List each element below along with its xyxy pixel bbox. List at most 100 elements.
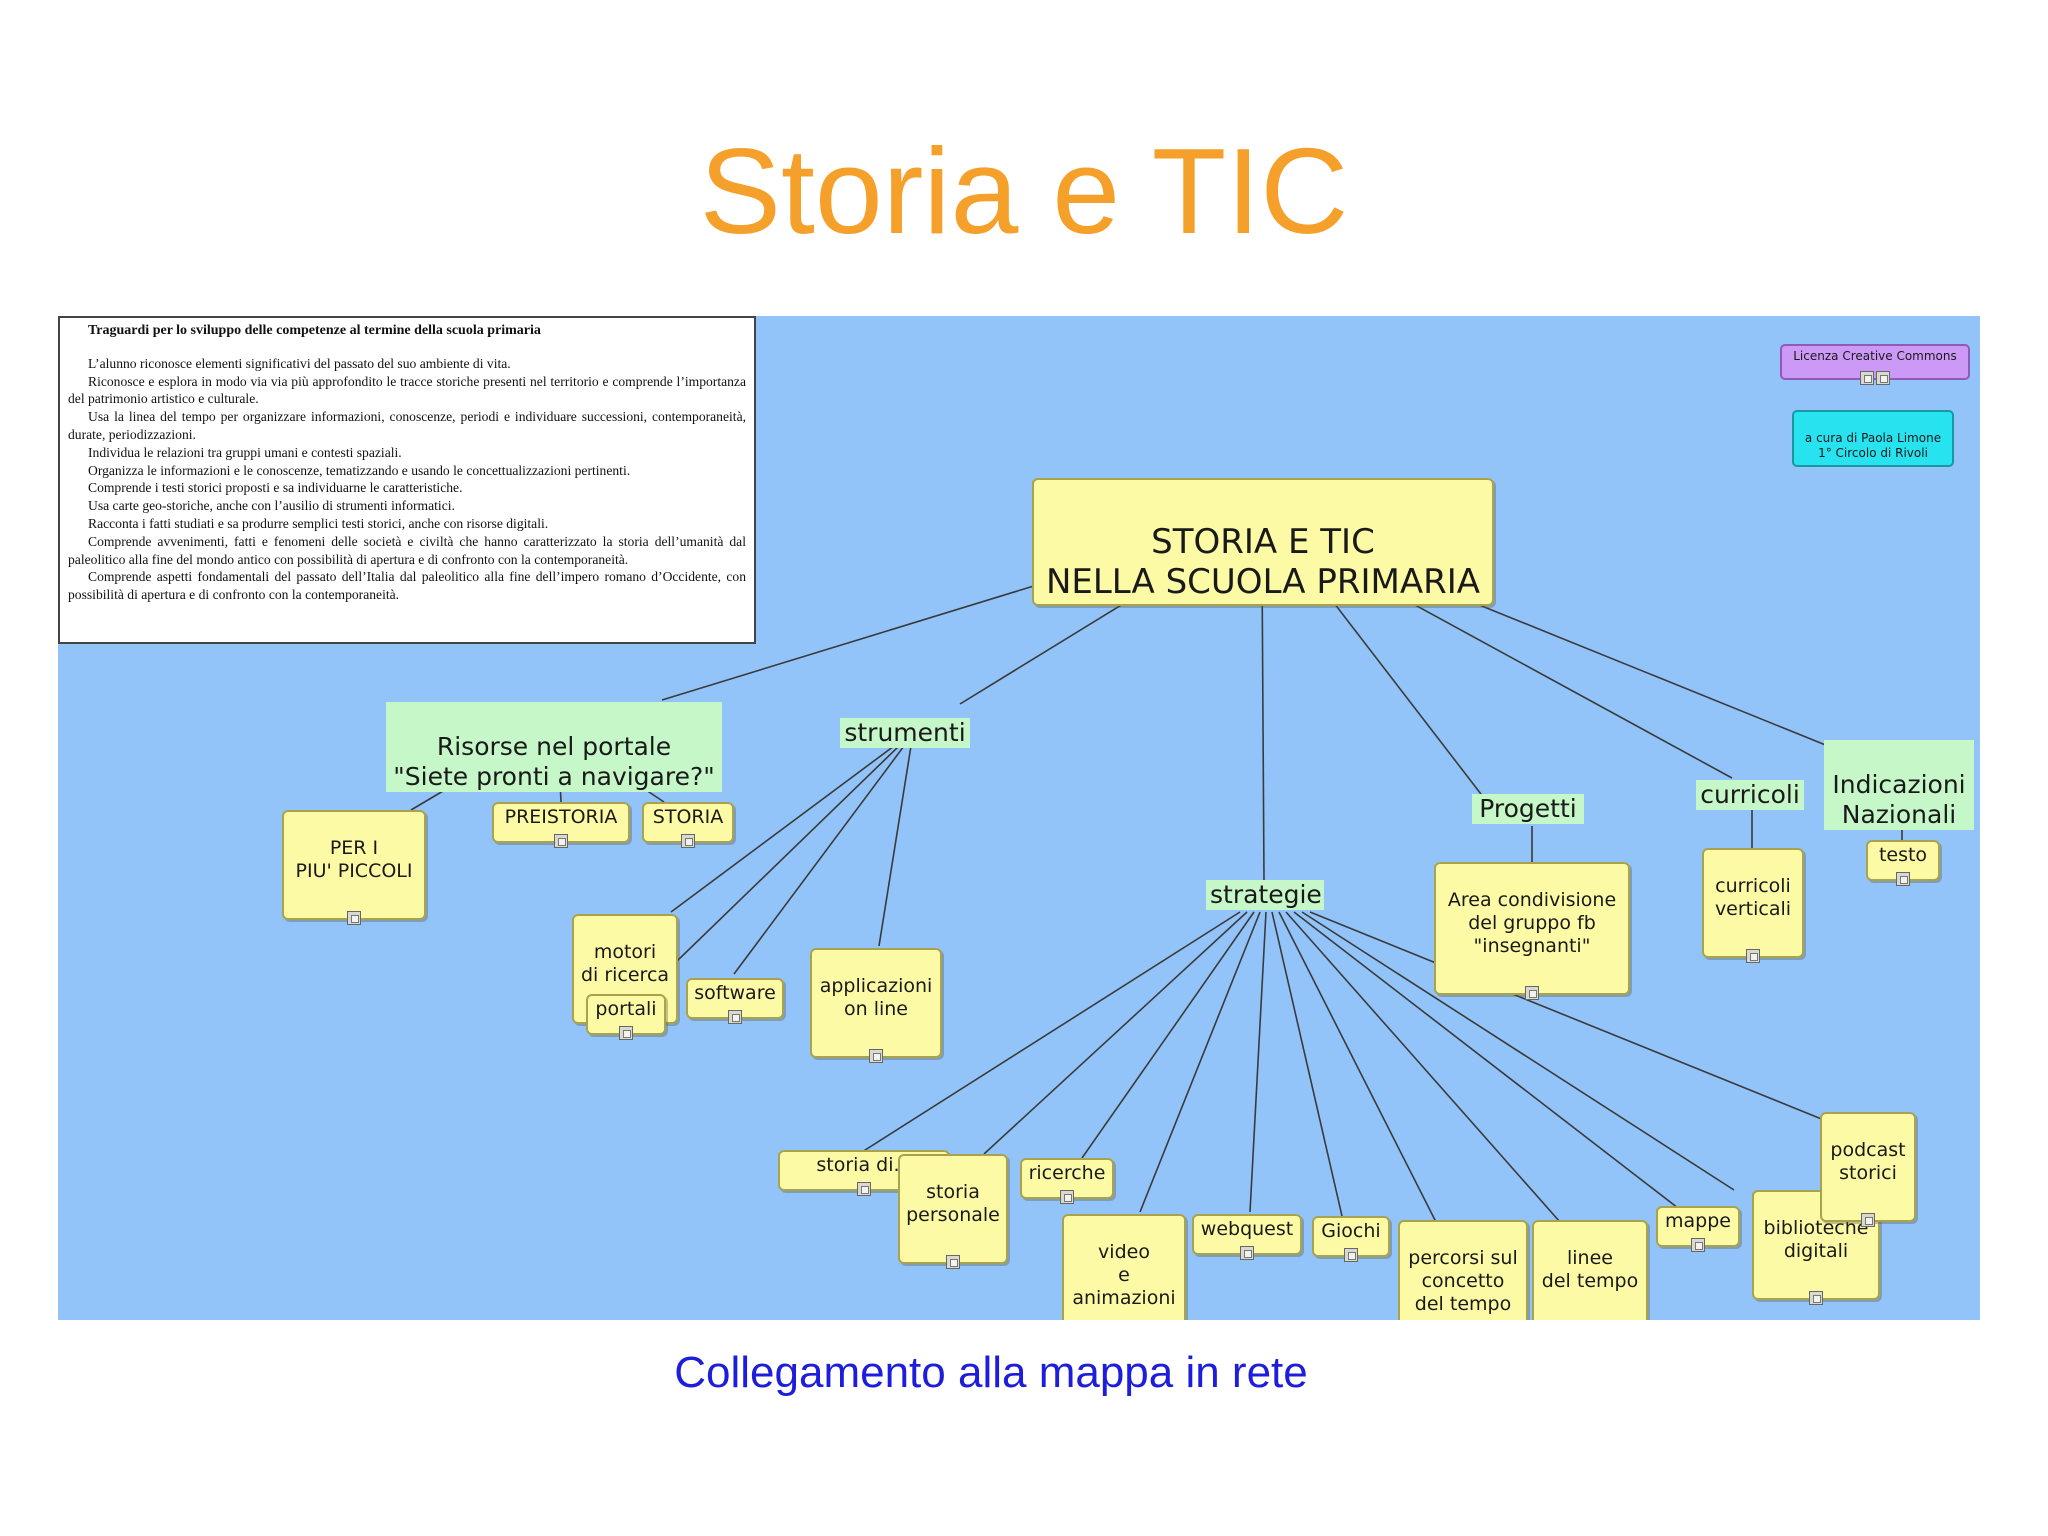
document-paragraph: Individua le relazioni tra gruppi umani … [88, 444, 402, 460]
edge-strategie-video [1139, 911, 1261, 1213]
node-podcast[interactable]: podcast storici [1820, 1112, 1916, 1227]
edge-strategie-storiadi [861, 911, 1241, 1153]
node-label: podcast storici [1830, 1139, 1906, 1184]
node-label: Indicazioni Nazionali [1832, 770, 1966, 829]
node-testo[interactable]: testo [1866, 840, 1940, 886]
node-label: storia di... [816, 1154, 912, 1176]
node-label: curricoli verticali [1714, 875, 1792, 920]
document-paragraph: Riconosce e esplora in modo via via più … [68, 373, 746, 407]
node-personale[interactable]: storia personale [898, 1154, 1008, 1269]
document-resource-icon[interactable] [1876, 371, 1890, 385]
document-resource-icon[interactable] [946, 1255, 960, 1269]
node-curator[interactable]: a cura di Paola Limone 1° Circolo di Riv… [1792, 410, 1954, 467]
document-paragraph: Usa la linea del tempo per organizzare i… [68, 409, 746, 442]
node-indicazioni[interactable]: Indicazioni Nazionali [1824, 740, 1974, 830]
document-resource-icon[interactable] [1060, 1190, 1074, 1204]
node-label: Licenza Creative Commons [1793, 349, 1957, 363]
image-resource-icon[interactable] [1860, 371, 1874, 385]
node-video[interactable]: video e animazioni [1062, 1214, 1186, 1320]
edge-strumenti-portali [643, 745, 900, 994]
edge-strategie-personale [983, 911, 1248, 1155]
node-label: motori di ricerca [580, 941, 670, 986]
node-label: applicazioni on line [819, 975, 933, 1020]
node-label: a cura di Paola Limone 1° Circolo di Riv… [1804, 431, 1942, 460]
node-label: STORIA E TIC NELLA SCUOLA PRIMARIA [1045, 522, 1481, 602]
document-resource-icon[interactable] [1240, 1246, 1254, 1260]
node-strategie[interactable]: strategie [1206, 880, 1324, 910]
document-resource-icon[interactable] [1861, 1213, 1875, 1227]
node-label: percorsi sul concetto del tempo [1408, 1247, 1518, 1315]
node-label: Area condivisione del gruppo fb "insegna… [1447, 889, 1617, 957]
node-progetti[interactable]: Progetti [1472, 794, 1584, 824]
node-label: strumenti [844, 718, 966, 747]
node-label: software [694, 982, 776, 1004]
node-label: Risorse nel portale "Siete pronti a navi… [393, 732, 715, 791]
node-label: portali [595, 998, 657, 1020]
node-label: STORIA [652, 806, 724, 828]
node-linee[interactable]: linee del tempo [1532, 1220, 1648, 1320]
node-ricerche[interactable]: ricerche [1020, 1158, 1114, 1204]
document-resource-icon[interactable] [1691, 1238, 1705, 1252]
edge-strategie-biblioteche [1301, 911, 1735, 1191]
edge-strategie-percorsi [1278, 911, 1437, 1223]
node-label: video e animazioni [1072, 1241, 1176, 1309]
document-resource-icon[interactable] [1746, 949, 1760, 963]
document-resource-icon[interactable] [1809, 1291, 1823, 1305]
document-resource-icon[interactable] [554, 834, 568, 848]
map-online-link[interactable]: Collegamento alla mappa in rete [674, 1348, 1308, 1397]
node-applicazioni[interactable]: applicazioni on line [810, 948, 942, 1063]
node-giochi[interactable]: Giochi [1312, 1216, 1390, 1262]
node-label: Giochi [1321, 1220, 1381, 1242]
document-paragraph: Comprende aspetti fondamentali del passa… [68, 569, 746, 603]
document-paragraph: Usa carte geo-storiche, anche con l’ausi… [88, 498, 455, 514]
document-paragraph: Comprende i testi storici proposti e sa … [88, 480, 463, 496]
node-label: PER I PIU' PICCOLI [295, 837, 413, 882]
node-portali[interactable]: portali [586, 994, 666, 1040]
document-resource-icon[interactable] [619, 1026, 633, 1040]
edge-strategie-mappe [1293, 911, 1679, 1209]
node-label: ricerche [1028, 1162, 1106, 1184]
document-paragraph: Racconta i fatti studiati e sa produrre … [88, 515, 549, 531]
document-resource-icon[interactable] [728, 1010, 742, 1024]
edge-strategie-ricerche [1081, 911, 1255, 1159]
document-resource-icon[interactable] [869, 1049, 883, 1063]
edge-strumenti-applicazioni [878, 745, 912, 947]
node-area[interactable]: Area condivisione del gruppo fb "insegna… [1434, 862, 1630, 1000]
document-paragraph: Comprende avvenimenti, fatti e fenomeni … [68, 533, 746, 567]
document-resource-icon[interactable] [1344, 1248, 1358, 1262]
node-label: curricoli [1700, 780, 1800, 809]
edge-root-strategie [1261, 563, 1265, 881]
node-mappe[interactable]: mappe [1656, 1206, 1740, 1252]
node-strumenti[interactable]: strumenti [840, 718, 970, 748]
node-verticali[interactable]: curricoli verticali [1702, 848, 1804, 963]
concept-map: Licenza Creative Commons a cura di Paola… [58, 316, 1980, 1320]
document-resource-icon[interactable] [857, 1182, 871, 1196]
edge-strategie-giochi [1271, 911, 1343, 1217]
edge-strumenti-software [733, 745, 905, 975]
document-resource-icon[interactable] [1525, 986, 1539, 1000]
node-webquest[interactable]: webquest [1192, 1214, 1302, 1260]
node-root[interactable]: STORIA E TIC NELLA SCUOLA PRIMARIA [1032, 478, 1494, 606]
document-title: Traguardi per lo sviluppo delle competen… [88, 323, 541, 338]
node-risorse[interactable]: Risorse nel portale "Siete pronti a navi… [386, 702, 722, 792]
document-resource-icon[interactable] [681, 834, 695, 848]
edge-strategie-linee [1285, 911, 1561, 1223]
node-label: storia personale [906, 1181, 1000, 1226]
document-paragraph: Organizza le informazioni e le conoscenz… [88, 462, 631, 478]
node-preistoria[interactable]: PREISTORIA [492, 802, 630, 848]
node-storia[interactable]: STORIA [642, 802, 734, 848]
node-software[interactable]: software [686, 978, 784, 1024]
node-label: PREISTORIA [504, 806, 618, 828]
node-curricoli[interactable]: curricoli [1696, 780, 1804, 810]
node-label: webquest [1200, 1218, 1294, 1240]
edge-strumenti-motori [670, 745, 895, 913]
node-label: biblioteche digitali [1763, 1217, 1869, 1262]
edge-strategie-podcast [1309, 911, 1825, 1121]
document-resource-icon[interactable] [347, 911, 361, 925]
node-percorsi[interactable]: percorsi sul concetto del tempo [1398, 1220, 1528, 1320]
node-license[interactable]: Licenza Creative Commons [1780, 344, 1970, 385]
document-resource-icon[interactable] [1896, 872, 1910, 886]
edge-strategie-webquest [1249, 911, 1267, 1213]
node-piccoli[interactable]: PER I PIU' PICCOLI [282, 810, 426, 925]
node-label: testo [1878, 844, 1928, 866]
